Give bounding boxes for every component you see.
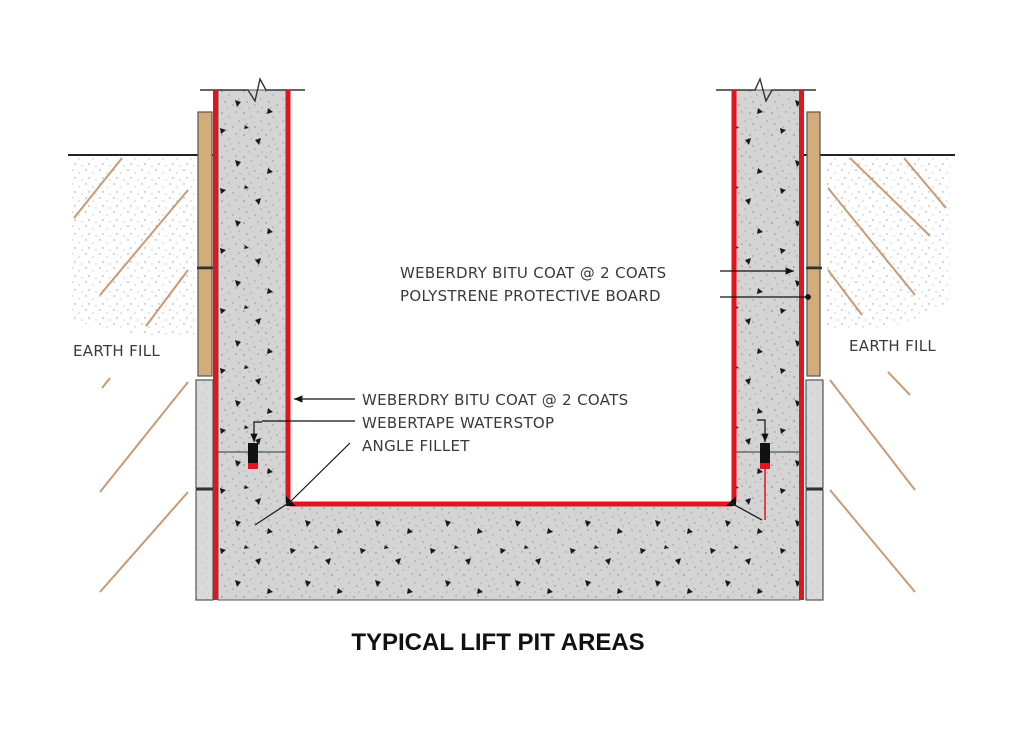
- protective-board-label: POLYSTRENE PROTECTIVE BOARD: [400, 287, 661, 305]
- protective-board-right: [806, 111, 822, 377]
- earth-fill-right: [804, 154, 955, 593]
- earth-fill-left: [68, 154, 214, 593]
- block-wall-left: [195, 379, 214, 601]
- earth-fill-left-label: EARTH FILL: [73, 342, 160, 360]
- earth-fill-right-label: EARTH FILL: [849, 337, 936, 355]
- inner-coat-label: WEBERDRY BITU COAT @ 2 COATS: [362, 391, 628, 409]
- block-wall-right: [805, 379, 824, 601]
- diagram-title: TYPICAL LIFT PIT AREAS: [351, 629, 644, 656]
- waterstop-left: [248, 421, 262, 469]
- concrete-structure: [217, 89, 801, 601]
- break-line-right: [716, 76, 816, 103]
- waterstop-label: WEBERTAPE WATERSTOP: [362, 414, 554, 432]
- angle-fillet-label: ANGLE FILLET: [362, 437, 470, 455]
- external-membrane: [213, 90, 804, 600]
- leader-lines: [262, 267, 811, 503]
- break-line-left: [200, 77, 305, 103]
- outer-coat-label: WEBERDRY BITU COAT @ 2 COATS: [400, 264, 666, 282]
- angle-fillet-right: [726, 496, 763, 521]
- protective-board-left: [197, 111, 213, 377]
- waterstop-right: [757, 419, 770, 520]
